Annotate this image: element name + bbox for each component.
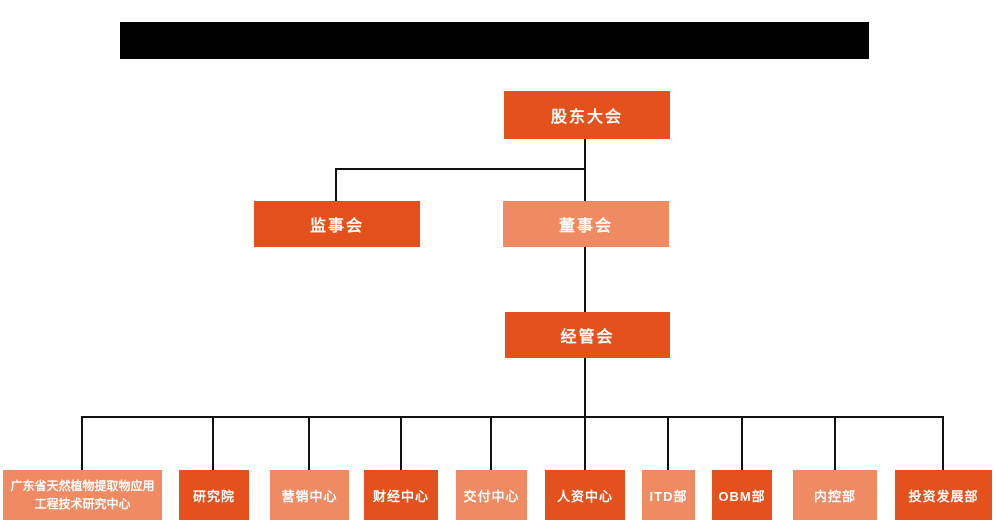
connector-board-to-management <box>584 247 586 312</box>
node-board-of-directors: 董事会 <box>503 201 669 247</box>
connector-drop-internal-control <box>834 416 836 470</box>
node-label: 监事会 <box>309 218 364 235</box>
node-dept-marketing-center: 营销中心 <box>270 470 349 520</box>
node-dept-research-center: 广东省天然植物提取物应用工程技术研究中心 <box>3 470 162 520</box>
connector-drop-research-center <box>81 416 83 470</box>
node-management-committee: 经管会 <box>505 312 670 358</box>
connector-drop-research-institute <box>212 416 214 470</box>
node-dept-internal-control: 内控部 <box>793 470 877 520</box>
connector-management-to-rail <box>584 358 586 417</box>
connector-drop-hr <box>584 416 586 470</box>
node-label: 董事会 <box>558 218 613 235</box>
node-label: 股东大会 <box>550 109 623 126</box>
node-label: 经管会 <box>560 329 615 346</box>
node-supervisory-board: 监事会 <box>254 201 420 247</box>
node-dept-finance-center: 财经中心 <box>364 470 438 520</box>
node-label: 营销中心 <box>281 488 338 504</box>
connector-drop-marketing <box>308 416 310 470</box>
connector-drop-delivery <box>490 416 492 470</box>
node-label: 人资中心 <box>556 488 613 504</box>
connector-drop-investment <box>942 416 944 470</box>
connector-drop-finance <box>400 416 402 470</box>
node-label: 财经中心 <box>372 488 429 504</box>
node-label: 广东省天然植物提取物应用工程技术研究中心 <box>10 479 155 511</box>
node-dept-obm: OBM部 <box>712 470 772 520</box>
connector-distribution-rail <box>81 416 944 418</box>
node-label: 投资发展部 <box>908 488 979 504</box>
node-dept-itd: ITD部 <box>642 470 695 520</box>
redacted-title-bar <box>120 22 869 59</box>
connector-branch-to-supervisory <box>335 168 337 201</box>
connector-drop-itd <box>667 416 669 470</box>
node-label: 交付中心 <box>463 488 520 504</box>
node-dept-hr-center: 人资中心 <box>545 470 625 520</box>
connector-branch-horizontal <box>335 168 586 170</box>
node-label: 研究院 <box>192 488 235 504</box>
node-shareholders-meeting: 股东大会 <box>504 91 670 139</box>
node-label: ITD部 <box>649 488 688 504</box>
node-dept-investment-development: 投资发展部 <box>895 470 992 520</box>
node-dept-delivery-center: 交付中心 <box>456 470 527 520</box>
node-label: 内控部 <box>813 488 856 504</box>
connector-shareholders-to-board <box>584 139 586 201</box>
node-label: OBM部 <box>718 488 766 504</box>
connector-drop-obm <box>741 416 743 470</box>
node-dept-research-institute: 研究院 <box>179 470 249 520</box>
